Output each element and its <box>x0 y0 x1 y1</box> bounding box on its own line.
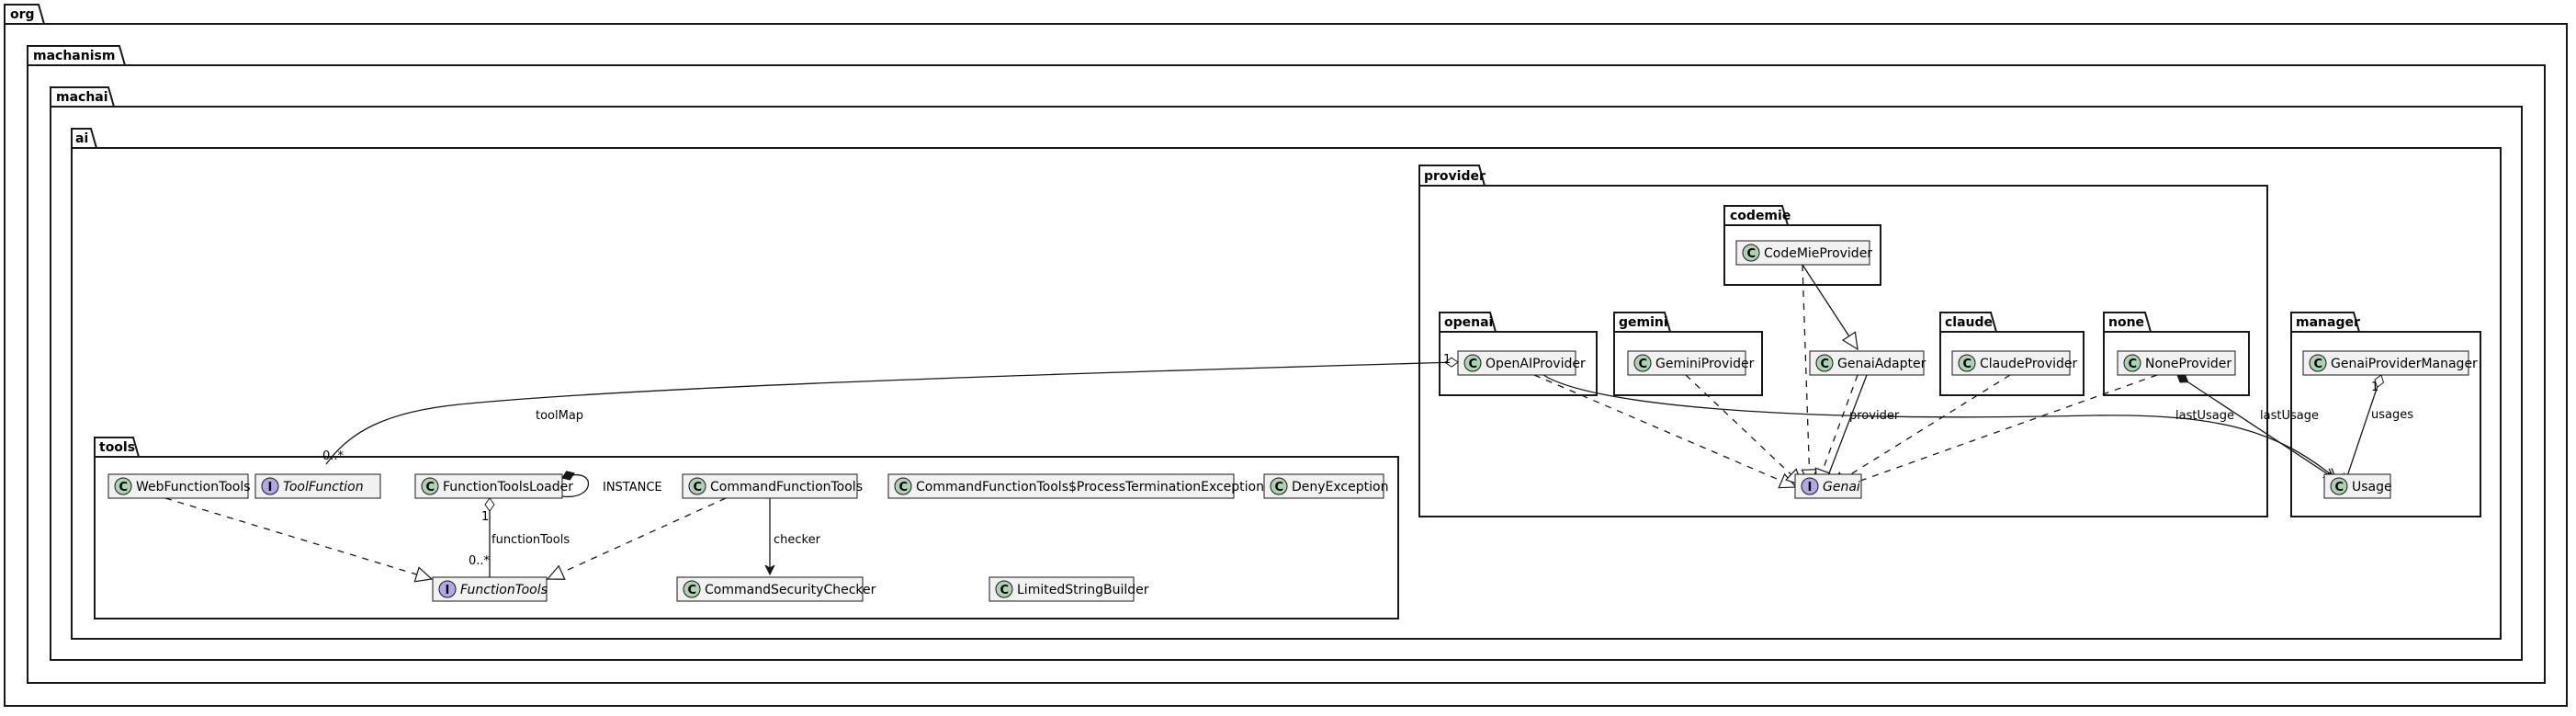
package-label: manager <box>2296 315 2360 330</box>
class-name: FunctionToolsLoader <box>443 480 573 494</box>
none-implements-genai <box>1836 374 2158 492</box>
class-name: CommandFunctionTools <box>710 480 863 494</box>
class-badge-icon: C <box>1469 358 1478 371</box>
interface-name: Genai <box>1823 480 1860 494</box>
class-badge-icon: C <box>1747 247 1757 261</box>
interface-name: FunctionTools <box>460 583 548 597</box>
checker-label: checker <box>774 533 821 547</box>
class-limited-string-builder[interactable]: C LimitedStringBuilder <box>989 576 1149 602</box>
class-badge-icon: C <box>1275 481 1284 494</box>
class-codemie-provider[interactable]: C CodeMieProvider <box>1735 240 1872 266</box>
loader-instance-self-association <box>561 471 589 497</box>
multiplicity-one: 1 <box>481 510 489 524</box>
class-command-function-tools[interactable]: C CommandFunctionTools <box>682 473 863 499</box>
manager-usages-aggregation <box>2346 374 2385 477</box>
class-name: Usage <box>2352 480 2392 494</box>
package-label: provider <box>1424 169 1486 184</box>
class-name: GenaiProviderManager <box>2331 357 2478 371</box>
multiplicity-many: 0..* <box>469 554 491 568</box>
package-label: codemie <box>1730 209 1791 223</box>
class-claude-provider[interactable]: C ClaudeProvider <box>1951 350 2078 376</box>
codemie-implements-genai <box>1801 264 1818 487</box>
class-web-function-tools[interactable]: C WebFunctionTools <box>107 473 251 499</box>
package-label: org <box>10 7 35 22</box>
multiplicity-one: 1 <box>2371 381 2378 394</box>
class-badge-icon: C <box>2314 358 2323 371</box>
package-label: none <box>2108 315 2144 330</box>
interface-name: ToolFunction <box>283 480 364 494</box>
class-badge-icon: C <box>119 481 129 494</box>
class-name: OpenAIProvider <box>1486 357 1586 371</box>
interface-genai[interactable]: I Genai <box>1794 473 1862 499</box>
last-usage-label: lastUsage <box>2175 409 2234 423</box>
class-genai-adapter[interactable]: C GenaiAdapter <box>1809 350 1926 376</box>
class-badge-icon: C <box>426 481 435 494</box>
openai-toolmap-aggregation <box>325 357 1459 465</box>
class-process-termination-exception[interactable]: C CommandFunctionTools$ProcessTerminatio… <box>887 473 1264 499</box>
class-gemini-provider[interactable]: C GeminiProvider <box>1627 350 1755 376</box>
class-genai-provider-manager[interactable]: C GenaiProviderManager <box>2302 350 2478 376</box>
package-label: machai <box>56 90 108 105</box>
interface-function-tools[interactable]: I FunctionTools <box>432 576 548 602</box>
class-badge-icon: C <box>694 481 703 494</box>
interface-tool-function[interactable]: I ToolFunction <box>254 473 381 499</box>
class-none-provider[interactable]: C NoneProvider <box>2117 350 2236 376</box>
class-badge-icon: C <box>899 481 909 494</box>
class-name: GeminiProvider <box>1655 357 1755 371</box>
class-name: CommandSecurityChecker <box>705 583 876 597</box>
class-name: NoneProvider <box>2145 357 2231 371</box>
class-name: ClaudeProvider <box>1980 357 2078 371</box>
codemie-extends-genai-adapter <box>1802 264 1859 351</box>
package-label: machanism <box>33 49 115 63</box>
last-usage-label: lastUsage <box>2260 409 2319 423</box>
package-label: gemini <box>1619 315 1668 330</box>
class-openai-provider[interactable]: C OpenAIProvider <box>1457 350 1586 376</box>
multiplicity-one: 1 <box>1443 353 1451 367</box>
none-last-usage-composition <box>2177 375 2333 478</box>
class-name: CodeMieProvider <box>1764 246 1872 261</box>
web-tools-implements-function-tools <box>164 497 434 583</box>
class-name: WebFunctionTools <box>136 480 251 494</box>
class-deny-exception[interactable]: C DenyException <box>1263 473 1388 499</box>
gemini-implements-genai <box>1685 374 1804 486</box>
class-badge-icon: C <box>2129 358 2138 371</box>
package-label: tools <box>99 440 135 455</box>
multiplicity-many: 0..* <box>322 449 345 463</box>
interface-badge-icon: I <box>1808 481 1813 494</box>
instance-label: INSTANCE <box>603 481 662 494</box>
class-badge-icon: C <box>1963 358 1972 371</box>
claude-implements-genai <box>1828 374 2011 488</box>
class-usage[interactable]: C Usage <box>2323 473 2392 499</box>
usages-label: usages <box>2371 408 2413 422</box>
class-badge-icon: C <box>688 584 697 597</box>
class-name: LimitedStringBuilder <box>1017 583 1149 597</box>
class-badge-icon: C <box>1639 358 1648 371</box>
package-label: claude <box>1945 315 1993 330</box>
genai-adapter-provider-association <box>1825 374 1868 485</box>
openai-implements-genai <box>1533 374 1798 489</box>
class-badge-icon: C <box>2335 481 2344 494</box>
function-tools-label: functionTools <box>491 533 570 547</box>
class-name: GenaiAdapter <box>1837 357 1926 371</box>
class-function-tools-loader[interactable]: C FunctionToolsLoader <box>414 473 573 499</box>
interface-badge-icon: I <box>268 481 273 494</box>
class-command-security-checker[interactable]: C CommandSecurityChecker <box>676 576 876 602</box>
class-name: DenyException <box>1292 480 1388 494</box>
class-badge-icon: C <box>1821 358 1830 371</box>
class-badge-icon: C <box>1000 584 1010 597</box>
class-name: CommandFunctionTools$ProcessTerminationE… <box>916 480 1264 494</box>
tool-map-label: toolMap <box>536 409 583 423</box>
package-label: ai <box>75 131 88 146</box>
package-label: openai <box>1444 315 1493 330</box>
interface-badge-icon: I <box>446 584 450 597</box>
